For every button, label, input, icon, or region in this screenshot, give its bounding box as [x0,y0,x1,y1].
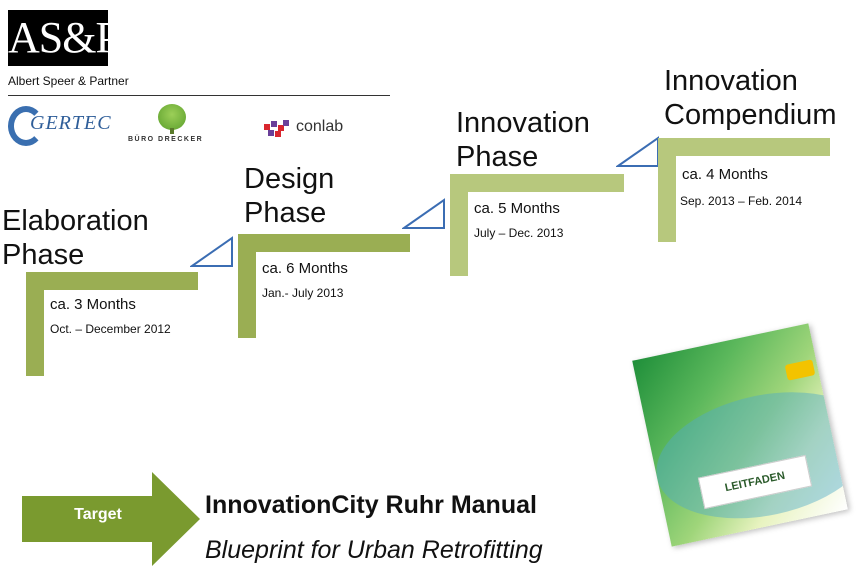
manual-book-cover [632,323,848,547]
stage-3-horizontal-bar [450,174,624,192]
asp-logo: AS&P [8,10,120,66]
tree-trunk-icon [170,128,174,134]
stage-3-dates: July – Dec. 2013 [474,226,564,240]
stage-4-duration: ca. 4 Months [682,166,768,183]
stage-1-triangle-icon [190,236,233,267]
stage-4-horizontal-bar [658,138,830,156]
gertec-c-icon [8,106,44,146]
stage-2-dates: Jan.- July 2013 [262,286,344,300]
stage-2-duration: ca. 6 Months [262,260,348,277]
stage-2-vertical-bar [238,234,256,338]
manual-title: InnovationCity Ruhr Manual [205,491,537,519]
tree-icon [158,104,186,130]
stage-2-triangle-icon [402,198,445,229]
stage-3-triangle-icon [616,136,659,167]
stage-4-vertical-bar [658,138,676,242]
gertec-logo: GERTEC [30,112,112,134]
buero-drecker-logo: BÜRO DRECKER [128,136,204,143]
conlab-mark-icon [264,120,289,137]
book-cover-curve [644,373,848,537]
target-label: Target [74,506,122,523]
stage-2-horizontal-bar [238,234,410,252]
stage-3-duration: ca. 5 Months [474,200,560,217]
logo-divider [8,95,390,96]
asp-subtitle: Albert Speer & Partner [8,74,129,88]
target-arrow-icon [22,472,200,566]
stage-3-vertical-bar [450,174,468,276]
conlab-logo: conlab [296,118,344,135]
stage-4-dates: Sep. 2013 – Feb. 2014 [680,194,803,208]
stage-1-dates: Oct. – December 2012 [50,322,171,336]
stage-1-horizontal-bar [26,272,198,290]
manual-subtitle: Blueprint for Urban Retrofitting [205,536,543,564]
stage-1-vertical-bar [26,272,44,376]
stage-1-duration: ca. 3 Months [50,296,136,313]
